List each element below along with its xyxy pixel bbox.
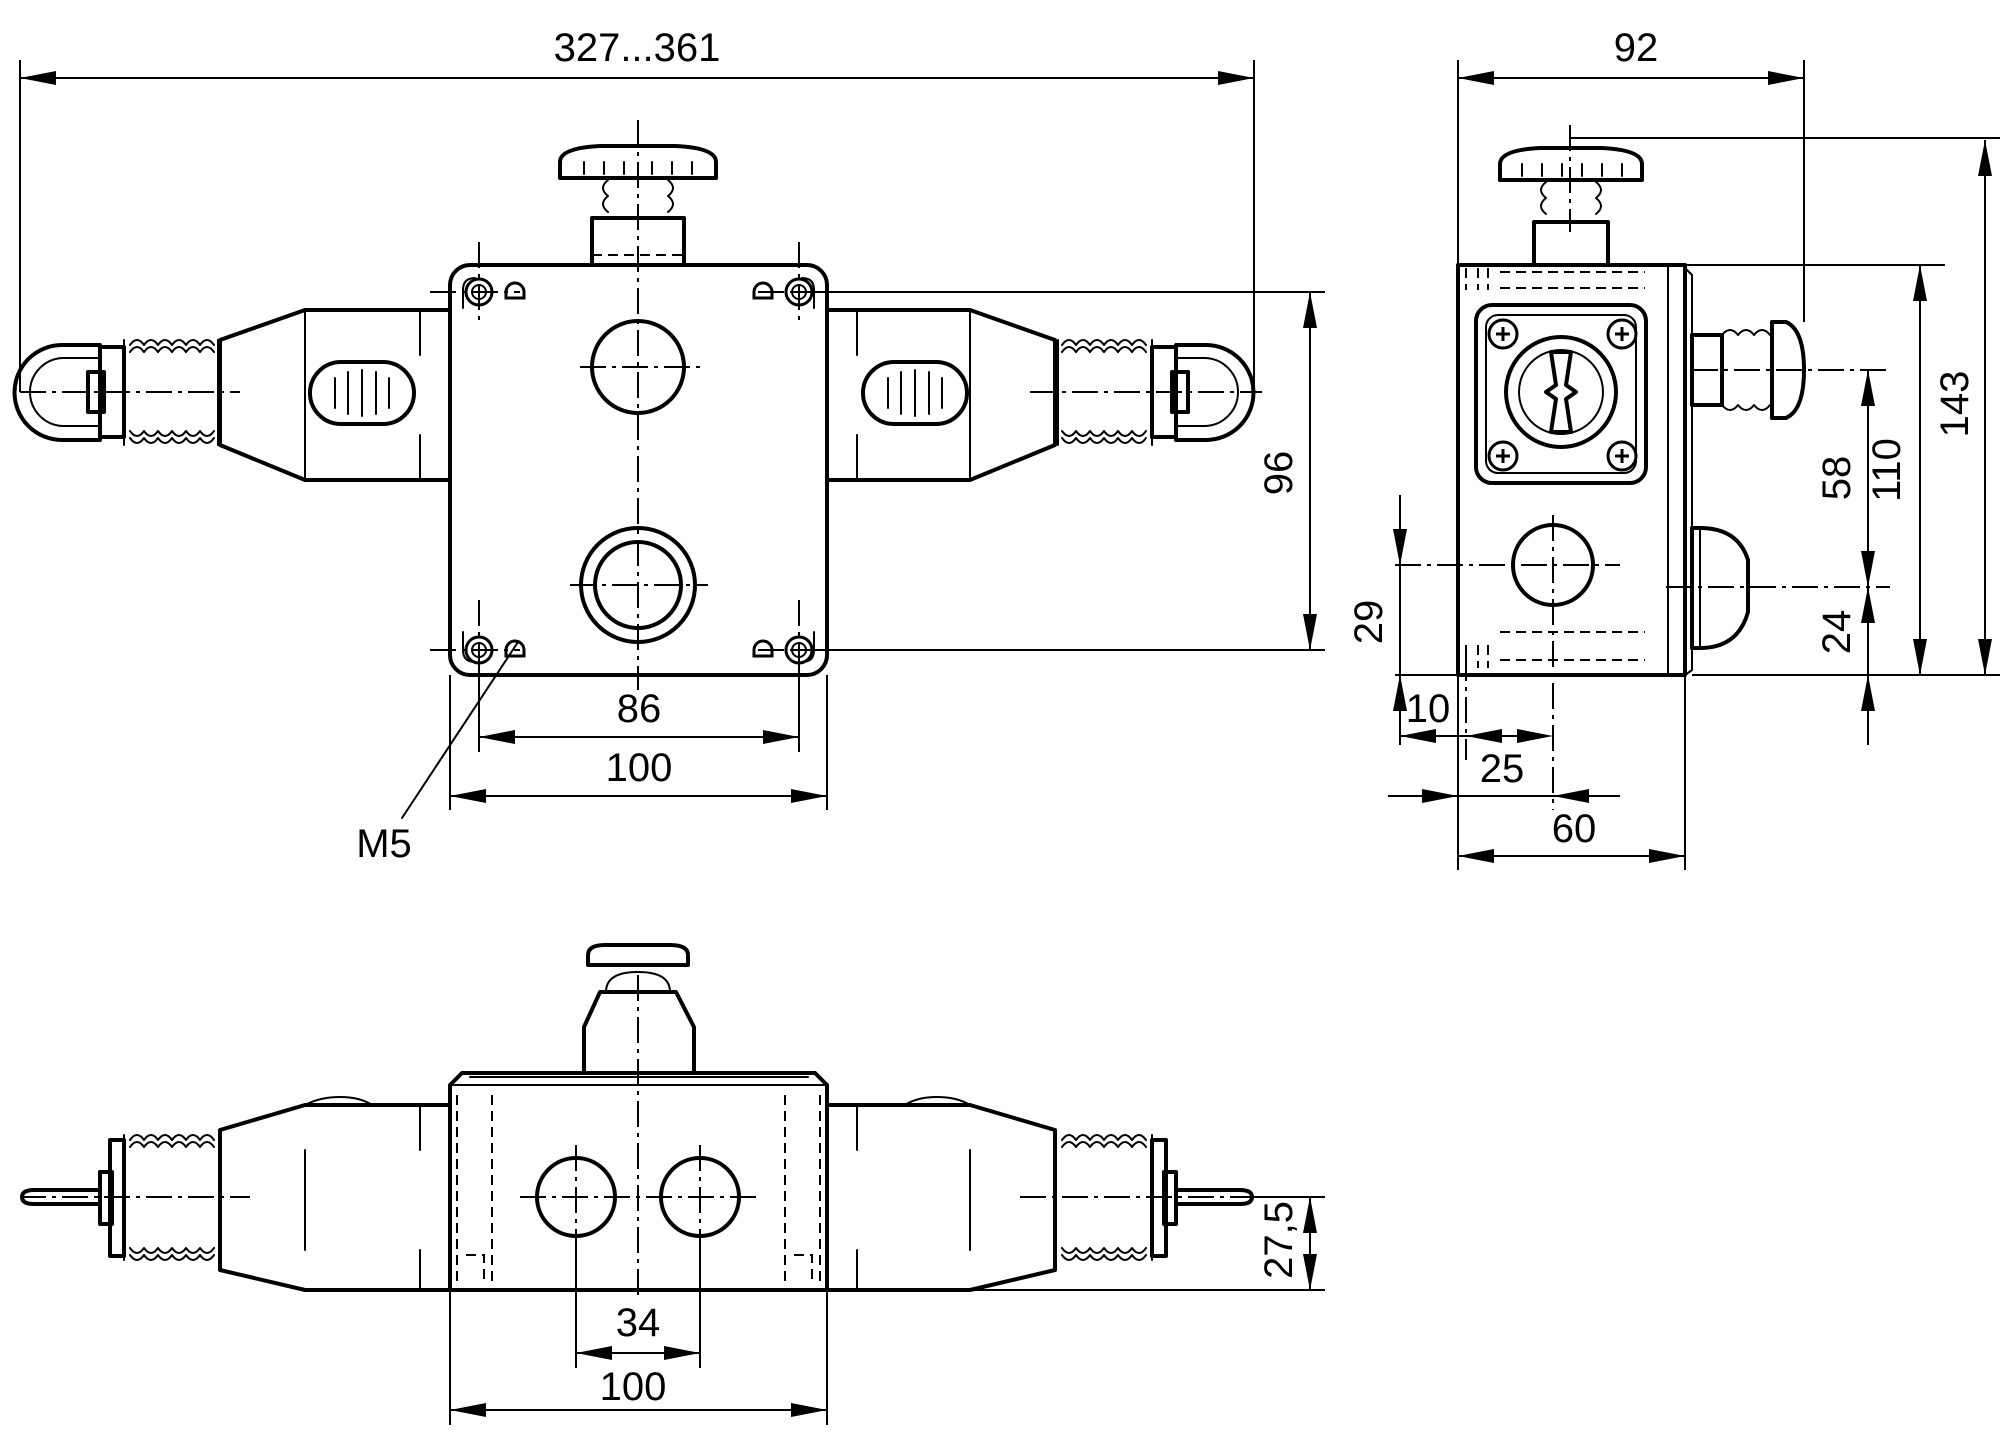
bottom-view: 27,5 34 100 [20,943,1325,1425]
hole-pitch-label: 86 [617,687,662,731]
offset-small-label: 10 [1406,687,1451,731]
window-left [308,360,416,426]
front-view: 327...361 96 86 100 M5 [12,26,1325,866]
key-icon [1544,350,1578,434]
bellows-icon [129,339,215,444]
mushroom-button [586,943,690,967]
screw-icon [1606,440,1638,472]
thread-label: M5 [356,822,412,866]
housing-width-label: 100 [606,746,673,790]
housing-depth-label: 60 [1552,807,1597,851]
key-switch-panel [1474,303,1648,485]
height-label: 96 [1257,451,1301,496]
bellows-icon [1061,339,1147,444]
slot-icon [504,281,526,300]
screw-icon [1487,440,1519,472]
bellows-icon [1721,329,1771,411]
lamp-height-label: 24 [1815,610,1859,655]
bellows-icon [129,1134,215,1261]
slot-icon [752,281,774,300]
slot-icon [504,639,526,658]
total-height-label: 143 [1933,371,1977,438]
overall-depth-label: 92 [1614,26,1659,70]
housing-width-label: 100 [600,1365,667,1409]
eyelet-left [12,343,102,442]
housing-height-label: 110 [1865,438,1909,502]
key-switch-outer [1504,335,1618,449]
axis-height-label: 27,5 [1257,1201,1301,1279]
entry-spacing-label: 34 [616,1301,661,1345]
mushroom-button [1498,146,1644,182]
entry-offset-label: 25 [1480,747,1525,791]
key-switch-inner [1518,349,1604,435]
overall-length-label: 327...361 [554,26,721,70]
bellows-icon [1540,181,1602,215]
bellows-icon [1061,1134,1147,1261]
side-view: 92 143 110 58 24 29 [1347,26,2000,870]
screw-icon [1606,318,1638,350]
screw-icon [1487,318,1519,350]
entry-height-label: 29 [1347,600,1391,645]
button-height-label: 58 [1815,456,1859,501]
window-right [861,360,969,426]
bellows-icon [602,179,674,213]
left-arm [218,1103,452,1292]
slot-icon [752,639,774,658]
